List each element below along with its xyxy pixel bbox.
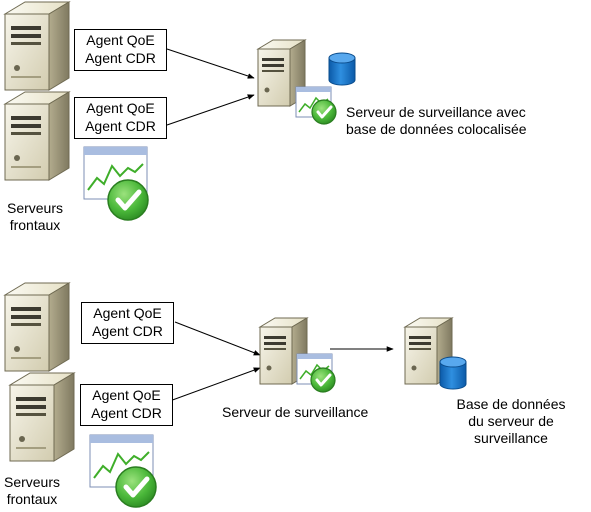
frontend-server-icon (4, 91, 70, 181)
frontend-server-icon (9, 372, 75, 462)
database-label: Base de données du serveur de surveillan… (456, 396, 566, 446)
agent-qoe-label: Agent QoE (93, 305, 162, 321)
agent-box: Agent QoE Agent CDR (74, 97, 167, 139)
agent-cdr-label: Agent CDR (85, 50, 156, 66)
bottom-scenario (4, 282, 467, 507)
frontend-servers-label: Serveurs frontaux (6, 200, 64, 233)
database-icon (439, 356, 467, 390)
check-icon (116, 467, 156, 507)
connector-arrow (174, 321, 261, 356)
monitoring-server-label: Serveur de surveillance (222, 404, 369, 420)
connector-arrow (166, 94, 255, 126)
agent-qoe-label: Agent QoE (86, 32, 155, 48)
agent-qoe-label: Agent QoE (86, 100, 155, 116)
check-icon (310, 98, 338, 126)
check-icon (309, 366, 337, 394)
frontend-server-icon (4, 1, 70, 91)
agent-cdr-label: Agent CDR (85, 118, 156, 134)
agent-box: Agent QoE Agent CDR (80, 384, 173, 426)
connector-arrow (166, 48, 255, 79)
top-scenario (4, 1, 356, 220)
frontend-servers-label: Serveurs frontaux (3, 474, 61, 507)
agent-box: Agent QoE Agent CDR (74, 29, 167, 71)
agent-cdr-label: Agent CDR (92, 323, 163, 339)
agent-qoe-label: Agent QoE (92, 387, 161, 403)
agent-box: Agent QoE Agent CDR (81, 302, 174, 344)
agent-cdr-label: Agent CDR (91, 405, 162, 421)
check-icon (108, 180, 148, 220)
frontend-server-icon (4, 282, 70, 372)
monitoring-server-label: Serveur de surveillance avec base de don… (346, 104, 527, 137)
database-icon (328, 52, 356, 86)
connector-arrow (166, 367, 261, 403)
